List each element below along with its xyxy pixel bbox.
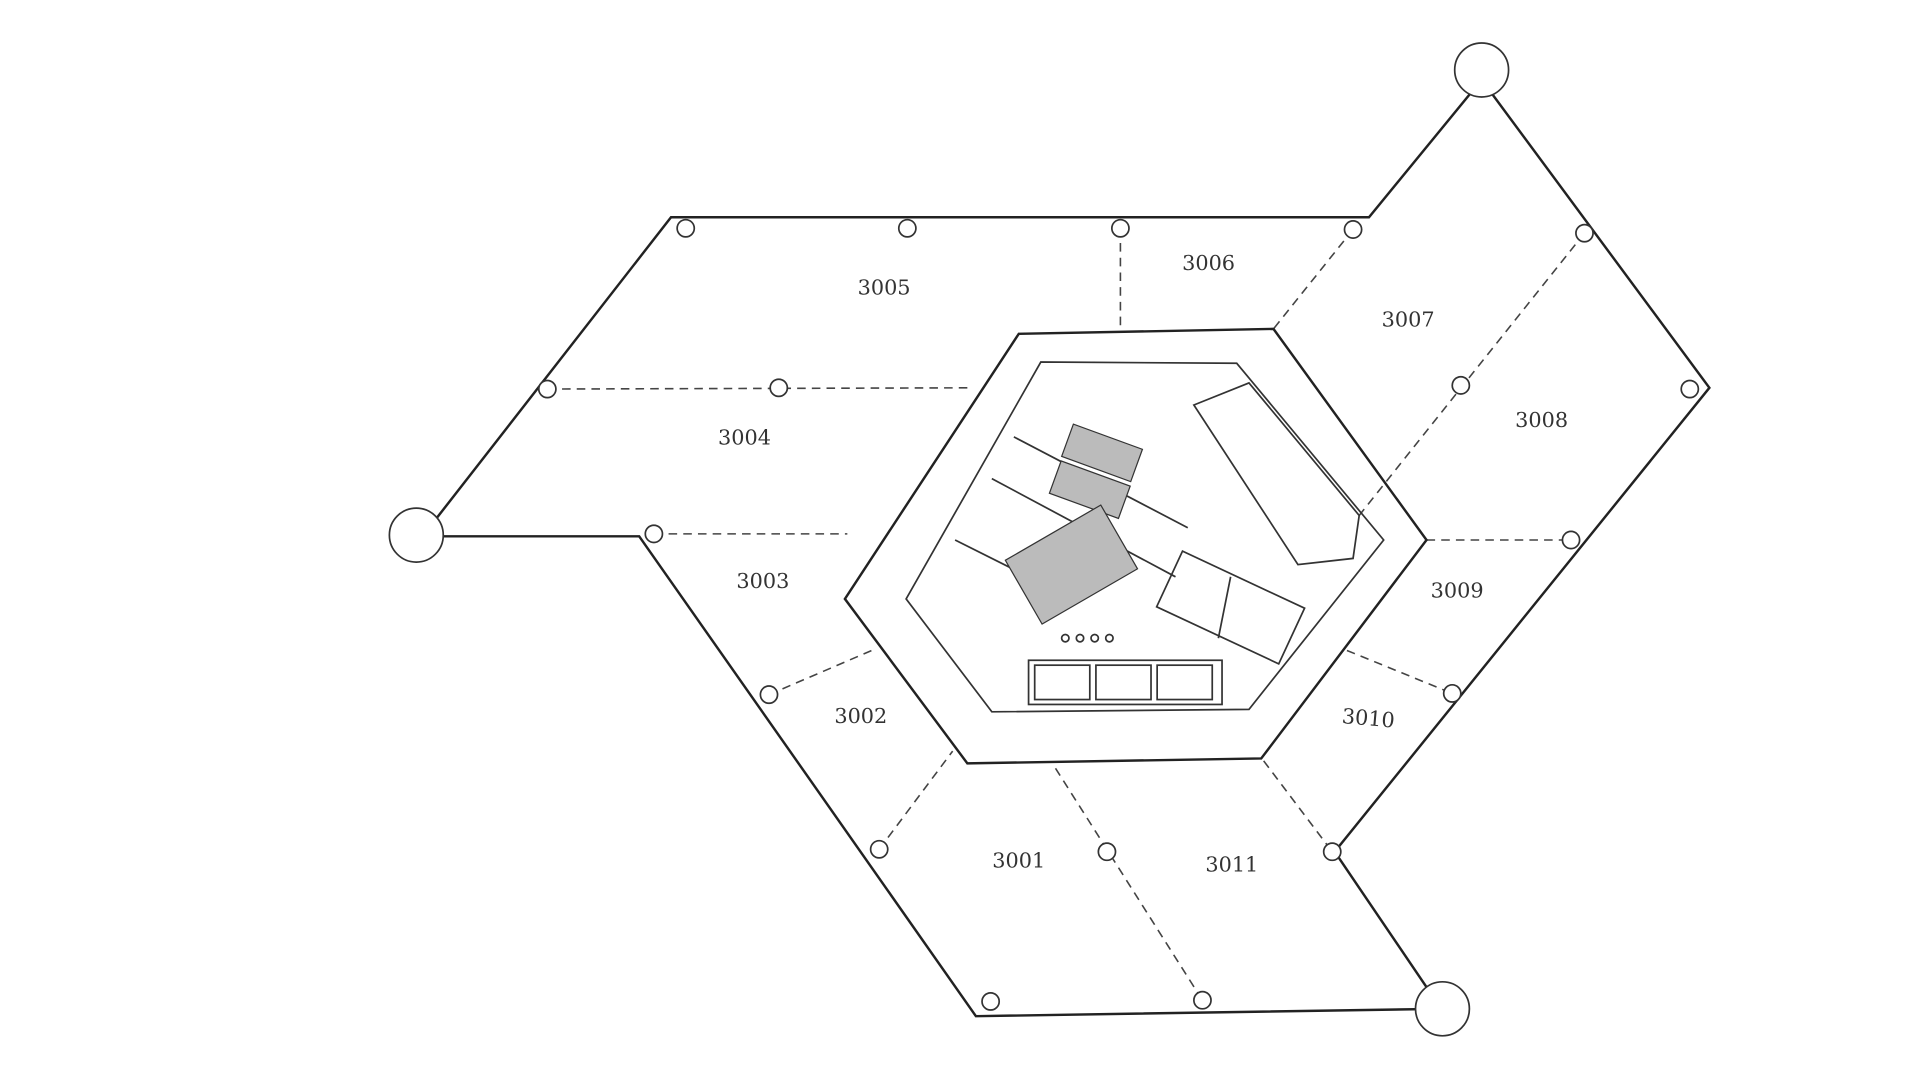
outer-wall xyxy=(419,77,1711,1018)
unit-label: 3010 xyxy=(1341,704,1396,733)
unit-label: 3003 xyxy=(736,569,789,593)
partition-lines xyxy=(547,228,1586,1001)
unit-label: 3002 xyxy=(834,704,887,728)
unit-label: 3006 xyxy=(1182,251,1235,275)
unit-label: 3005 xyxy=(858,276,911,300)
unit-label: 3004 xyxy=(718,425,771,449)
unit-label: 3009 xyxy=(1431,579,1484,603)
unit-label: 3008 xyxy=(1515,408,1568,432)
building-core xyxy=(843,327,1429,765)
unit-label: 3011 xyxy=(1205,852,1258,876)
columns xyxy=(537,218,1700,1011)
unit-label: 3001 xyxy=(992,849,1045,873)
unit-labels: 3001 3002 3003 3004 3005 3006 3007 3008 … xyxy=(718,251,1568,876)
corner-columns xyxy=(388,42,1510,1037)
unit-label: 3007 xyxy=(1382,307,1435,331)
